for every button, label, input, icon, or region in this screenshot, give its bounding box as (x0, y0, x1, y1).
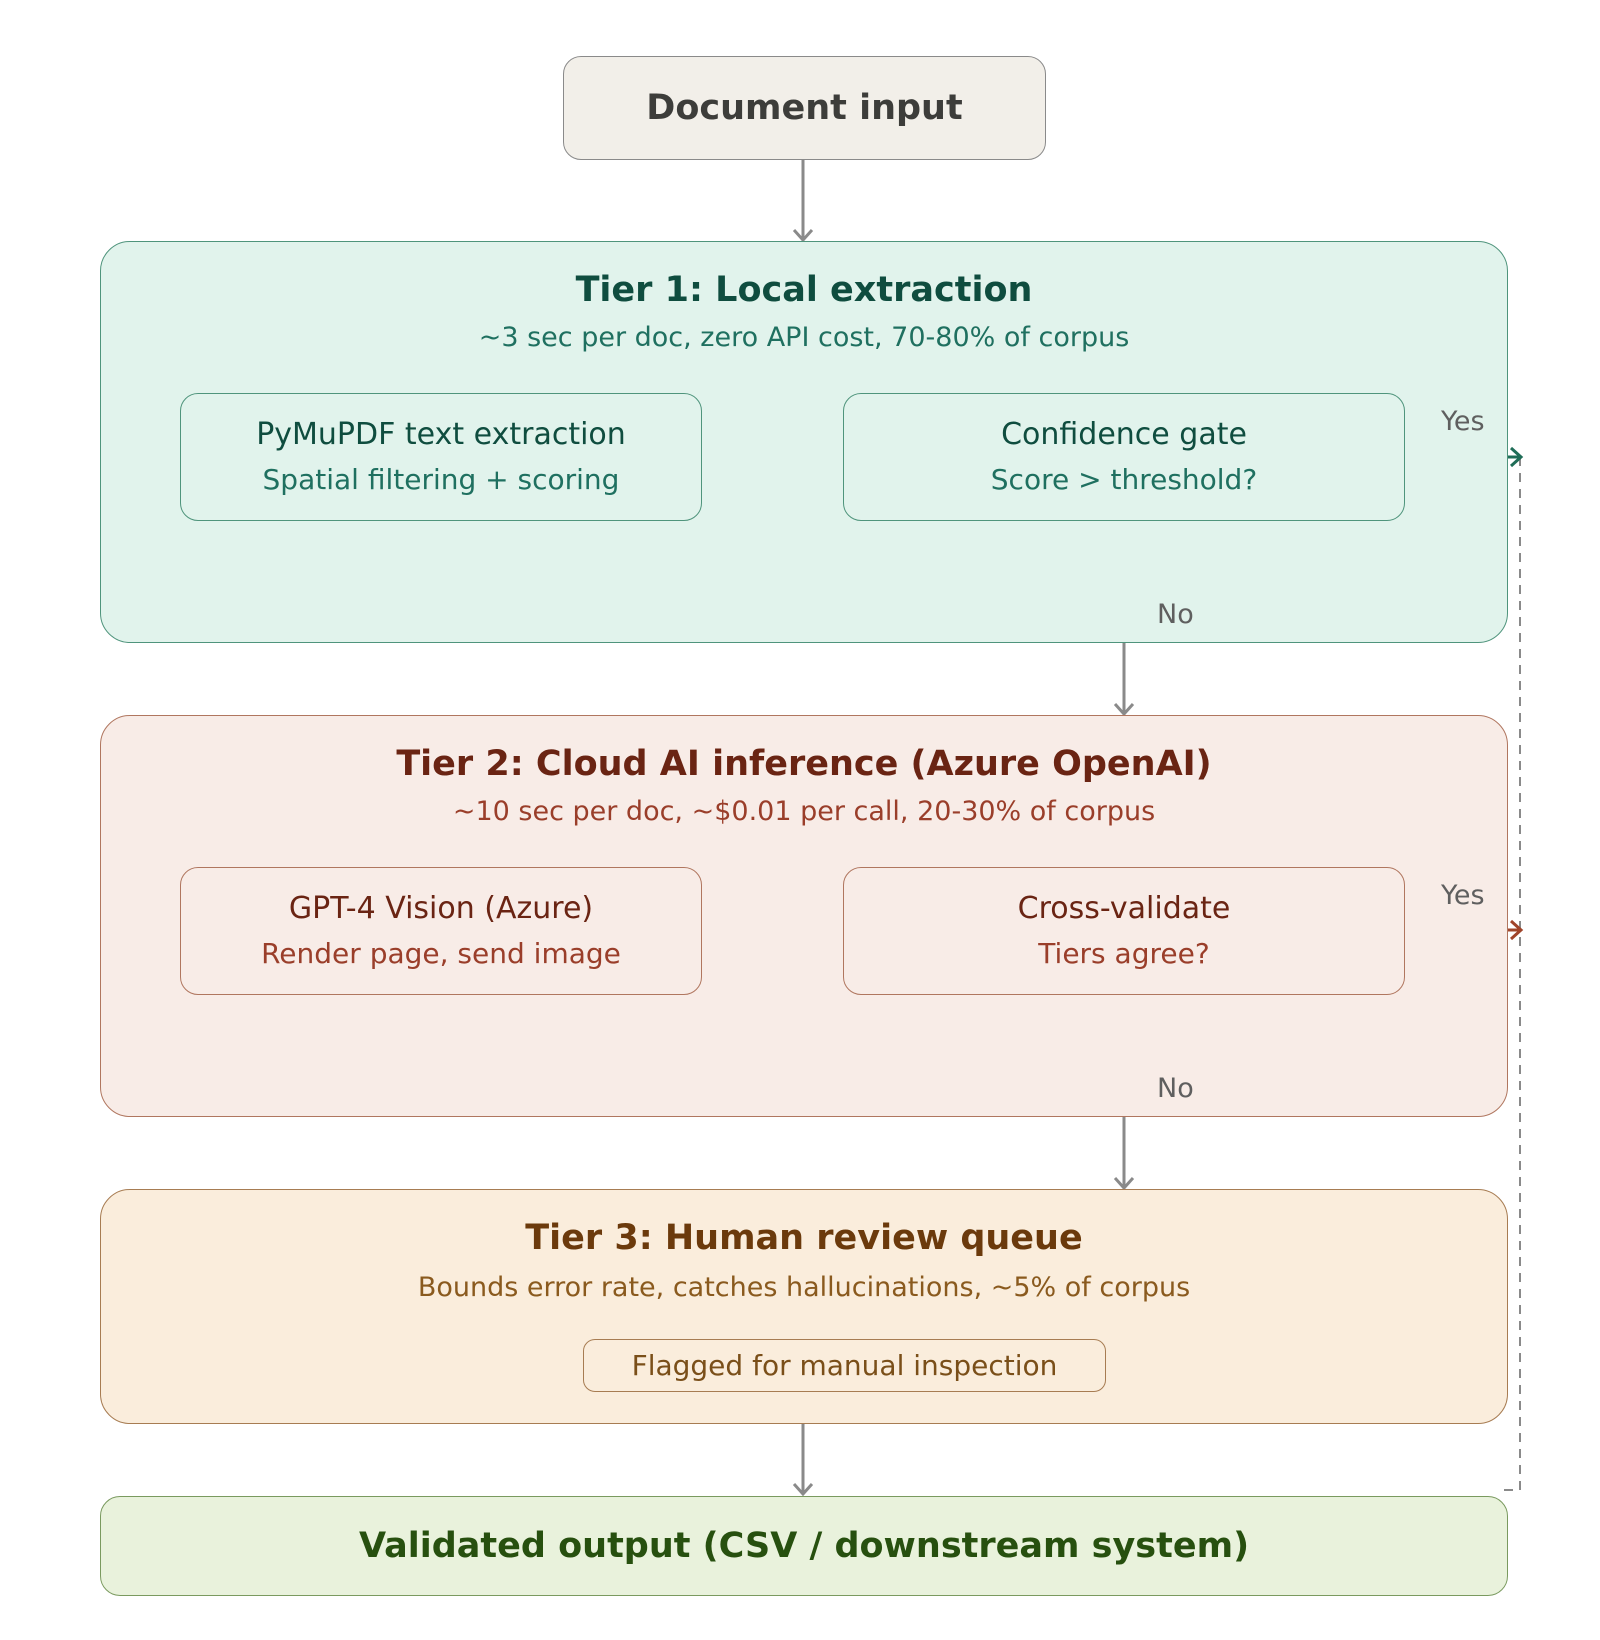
tier1-title: Tier 1: Local extraction (575, 270, 1033, 310)
confidence-gate-node: Confidence gate Score > threshold? (843, 393, 1405, 521)
tier1-yes-label: Yes (1441, 406, 1485, 437)
validated-output-label: Validated output (CSV / downstream syste… (358, 1526, 1250, 1566)
tier3-title: Tier 3: Human review queue (525, 1218, 1083, 1258)
document-input-node: Document input (563, 56, 1046, 160)
manual-inspection-label: Flagged for manual inspection (631, 1349, 1058, 1382)
gpt4-vision-node: GPT-4 Vision (Azure) Render page, send i… (180, 867, 702, 995)
pymupdf-extraction-title: PyMuPDF text extraction (256, 417, 626, 452)
pymupdf-extraction-node: PyMuPDF text extraction Spatial filterin… (180, 393, 702, 521)
confidence-gate-title: Confidence gate (1001, 417, 1247, 452)
tier2-subtitle: ~10 sec per doc, ~$0.01 per call, 20-30%… (452, 796, 1156, 827)
gpt4-vision-detail: Render page, send image (261, 937, 621, 970)
tier3-subtitle: Bounds error rate, catches hallucination… (417, 1272, 1191, 1303)
arrow-input-to-tier1 (792, 160, 814, 243)
manual-inspection-node: Flagged for manual inspection (583, 1339, 1106, 1392)
confidence-gate-detail: Score > threshold? (990, 463, 1258, 496)
tier1-no-label: No (1157, 599, 1194, 630)
tier2-yes-label: Yes (1441, 880, 1485, 911)
validated-output-node: Validated output (CSV / downstream syste… (100, 1496, 1508, 1596)
gpt4-vision-title: GPT-4 Vision (Azure) (288, 891, 594, 926)
pymupdf-extraction-detail: Spatial filtering + scoring (262, 463, 620, 496)
arrow-tier3-to-output (792, 1424, 814, 1497)
document-input-label: Document input (646, 88, 963, 128)
tier1-subtitle: ~3 sec per doc, zero API cost, 70-80% of… (478, 322, 1130, 353)
tier2-no-label: No (1157, 1073, 1194, 1104)
bypass-dashed-line (1503, 457, 1521, 1491)
cross-validate-node: Cross-validate Tiers agree? (843, 867, 1405, 995)
cross-validate-detail: Tiers agree? (1038, 937, 1210, 970)
cross-validate-title: Cross-validate (1017, 891, 1231, 926)
tier2-title: Tier 2: Cloud AI inference (Azure OpenAI… (396, 744, 1212, 784)
